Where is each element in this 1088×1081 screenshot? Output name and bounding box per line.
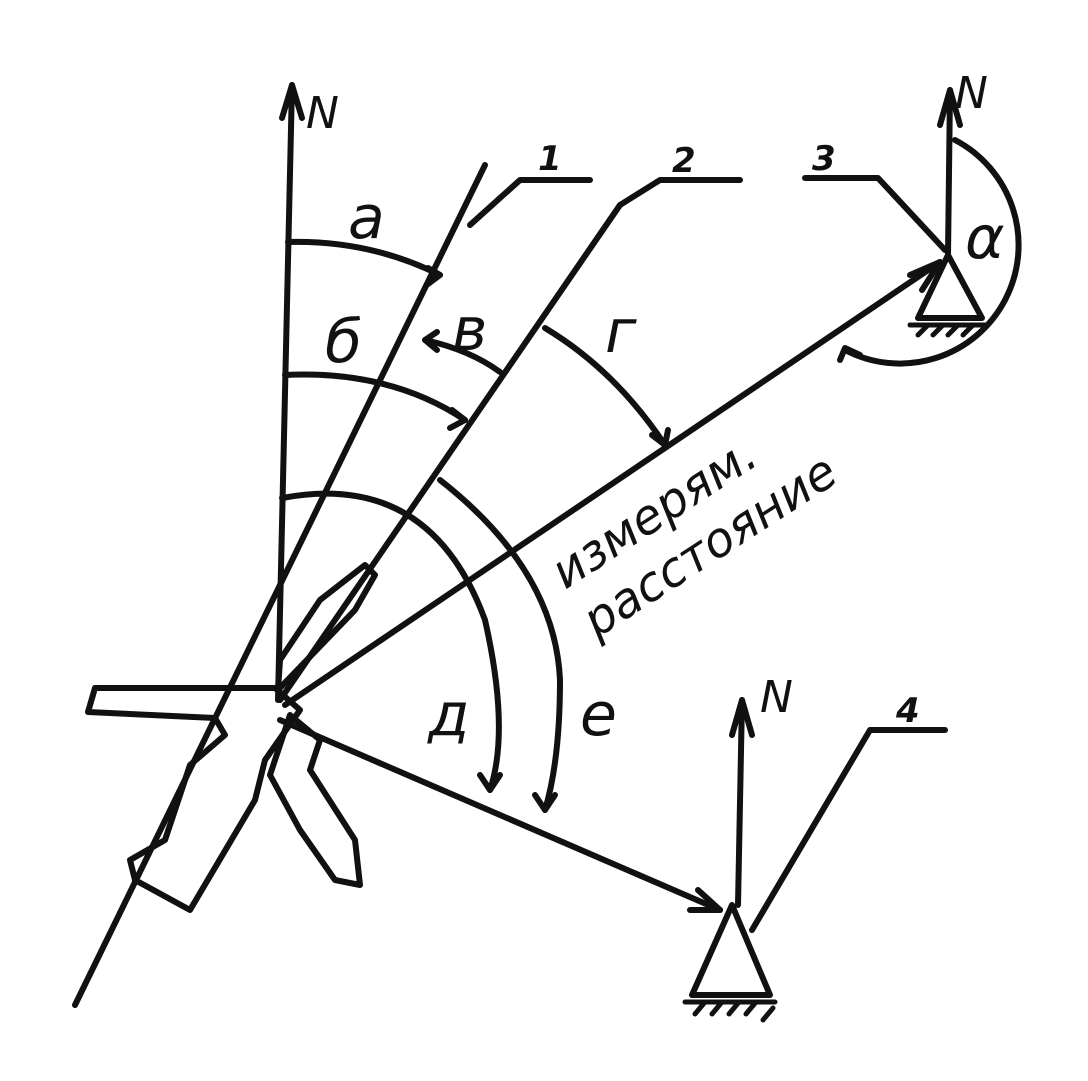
line-2: 2 — [277, 141, 743, 703]
lower-station-triangle — [689, 902, 773, 998]
line-1: 1 — [72, 139, 593, 1008]
angle-a-arc — [285, 238, 443, 278]
angle-b-label: б — [325, 307, 362, 377]
line-3: 3 — [282, 139, 948, 708]
north-label-lower-station: N — [760, 672, 793, 723]
line-4-label: 4 — [895, 691, 920, 731]
angle-d-arc — [279, 490, 502, 793]
aircraft — [85, 562, 378, 913]
line-3-label: 3 — [812, 139, 836, 179]
angle-v-arc — [422, 337, 503, 375]
line-2-label: 2 — [672, 141, 696, 181]
upper-station: N α — [837, 68, 1022, 367]
angle-arcs: a б в г д е — [279, 183, 671, 813]
distance-caption: измерям. расстояние — [541, 426, 847, 649]
angle-alpha-arc — [842, 137, 1022, 367]
angle-d-label: д — [427, 680, 469, 750]
upper-station-triangle — [915, 252, 985, 321]
aircraft-right-wing — [267, 712, 363, 888]
line-1-label: 1 — [538, 139, 562, 179]
aircraft-north-meridian: N — [275, 82, 339, 703]
angle-a-label: a — [348, 183, 385, 253]
angle-e-arc — [437, 477, 563, 813]
angle-e-label: е — [580, 680, 617, 750]
angle-alpha-label: α — [965, 203, 1005, 273]
angle-g-arc — [542, 325, 668, 448]
aircraft-left-wing — [85, 685, 303, 913]
north-label-aircraft: N — [306, 88, 339, 139]
north-label-upper-station: N — [955, 68, 988, 119]
angle-v-label: в — [452, 295, 487, 365]
angle-b-arc — [282, 371, 468, 423]
angle-g-label: г — [605, 297, 637, 367]
lower-station: N 4 — [682, 672, 948, 1023]
line-to-lower-station — [277, 717, 723, 913]
